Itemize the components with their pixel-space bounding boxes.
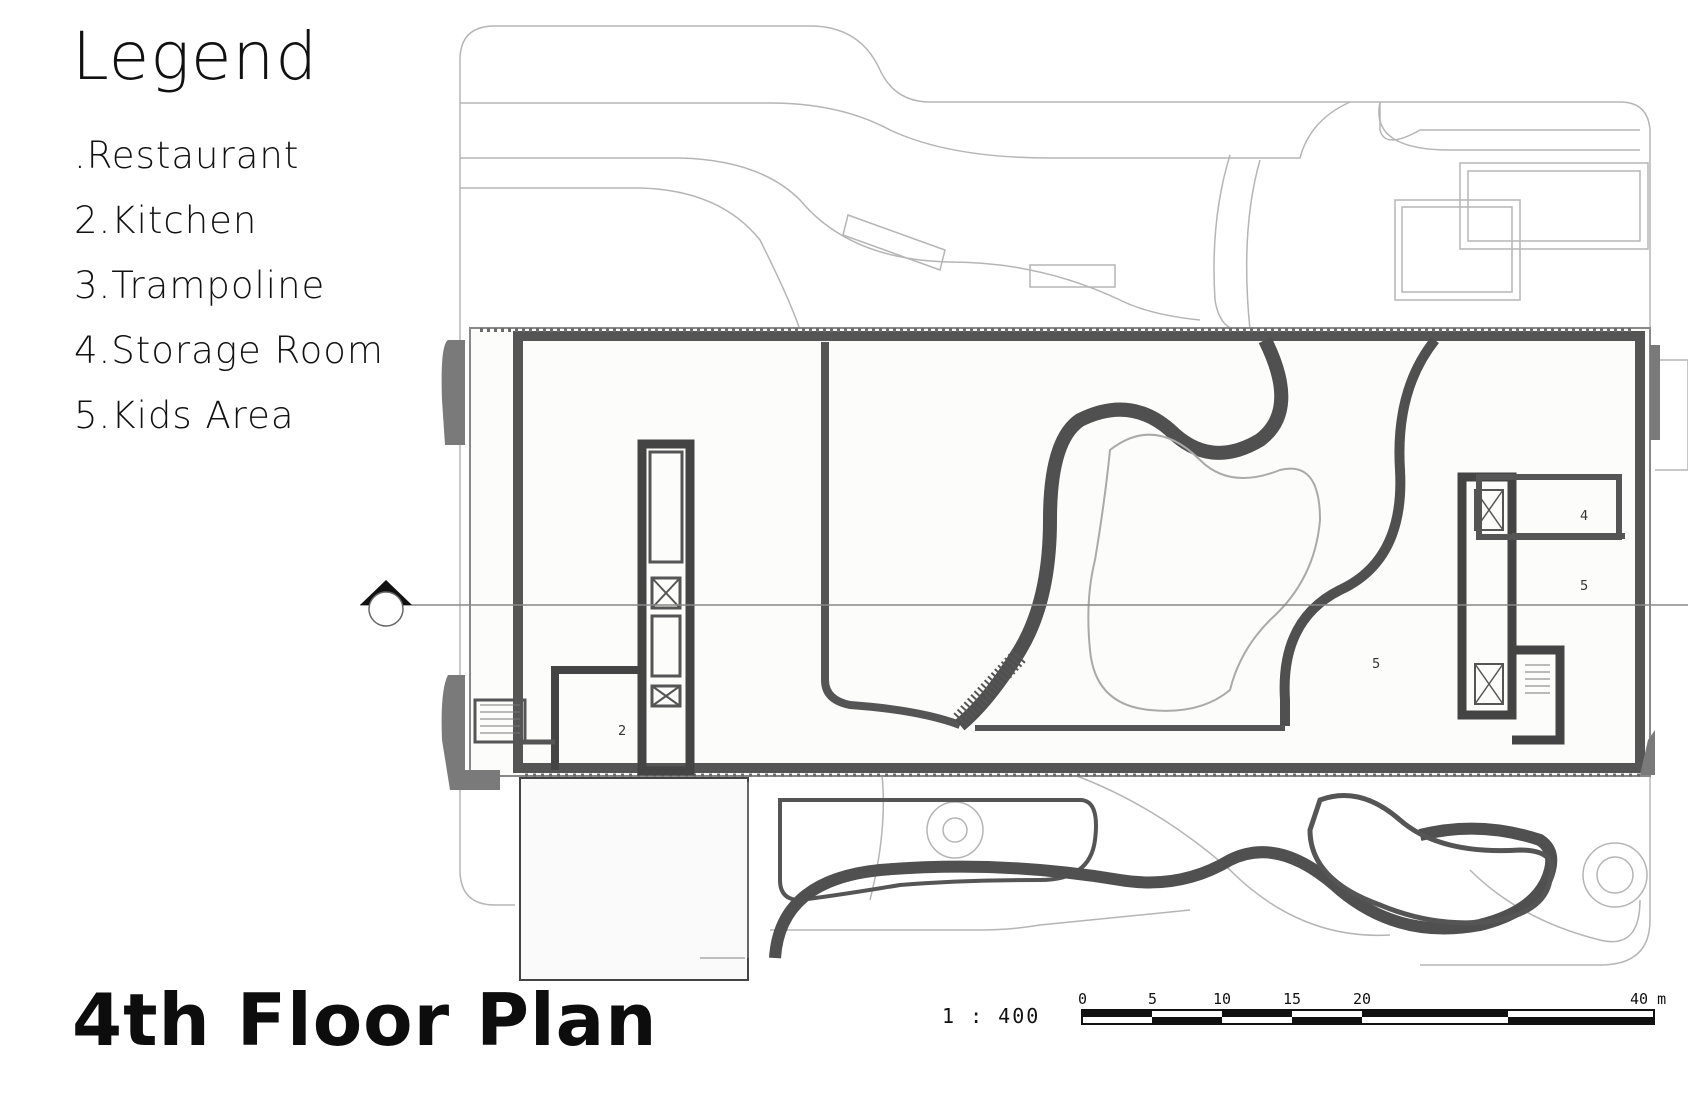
- scale-tick-10: 10: [1213, 990, 1232, 1008]
- scale-tick-0: 0: [1078, 990, 1088, 1008]
- legend-item-trampoline: 3.Trampoline: [74, 264, 326, 307]
- plan-title: 4th Floor Plan: [72, 978, 658, 1062]
- room-label-storage: 4: [1580, 509, 1588, 524]
- room-label-kids-area: 5: [1580, 579, 1588, 594]
- legend-title: Legend: [72, 18, 319, 95]
- scale-tick-5: 5: [1148, 990, 1158, 1008]
- lower-site: [519, 777, 1558, 981]
- site-lines: [459, 25, 1688, 966]
- legend-item-kitchen: 2.Kitchen: [74, 199, 258, 242]
- room-label-kids-area-2: 5: [1372, 657, 1380, 672]
- scale-tick-15: 15: [1283, 990, 1302, 1008]
- section-marker-icon: [360, 580, 412, 627]
- legend-item-restaurant: .Restaurant: [74, 134, 300, 177]
- legend-item-kids-area: 5.Kids Area: [74, 394, 295, 437]
- room-label-kitchen: 2: [618, 724, 626, 739]
- scale-bar: [1081, 1009, 1655, 1025]
- scale-tick-40: 40 m: [1630, 990, 1667, 1008]
- legend-list: .Restaurant 2.Kitchen 3.Trampoline 4.Sto…: [74, 134, 384, 459]
- legend-item-storage-room: 4.Storage Room: [74, 329, 384, 372]
- scale-tick-20: 20: [1353, 990, 1372, 1008]
- scale-ratio: 1 : 400: [942, 1004, 1041, 1028]
- building: [360, 327, 1688, 790]
